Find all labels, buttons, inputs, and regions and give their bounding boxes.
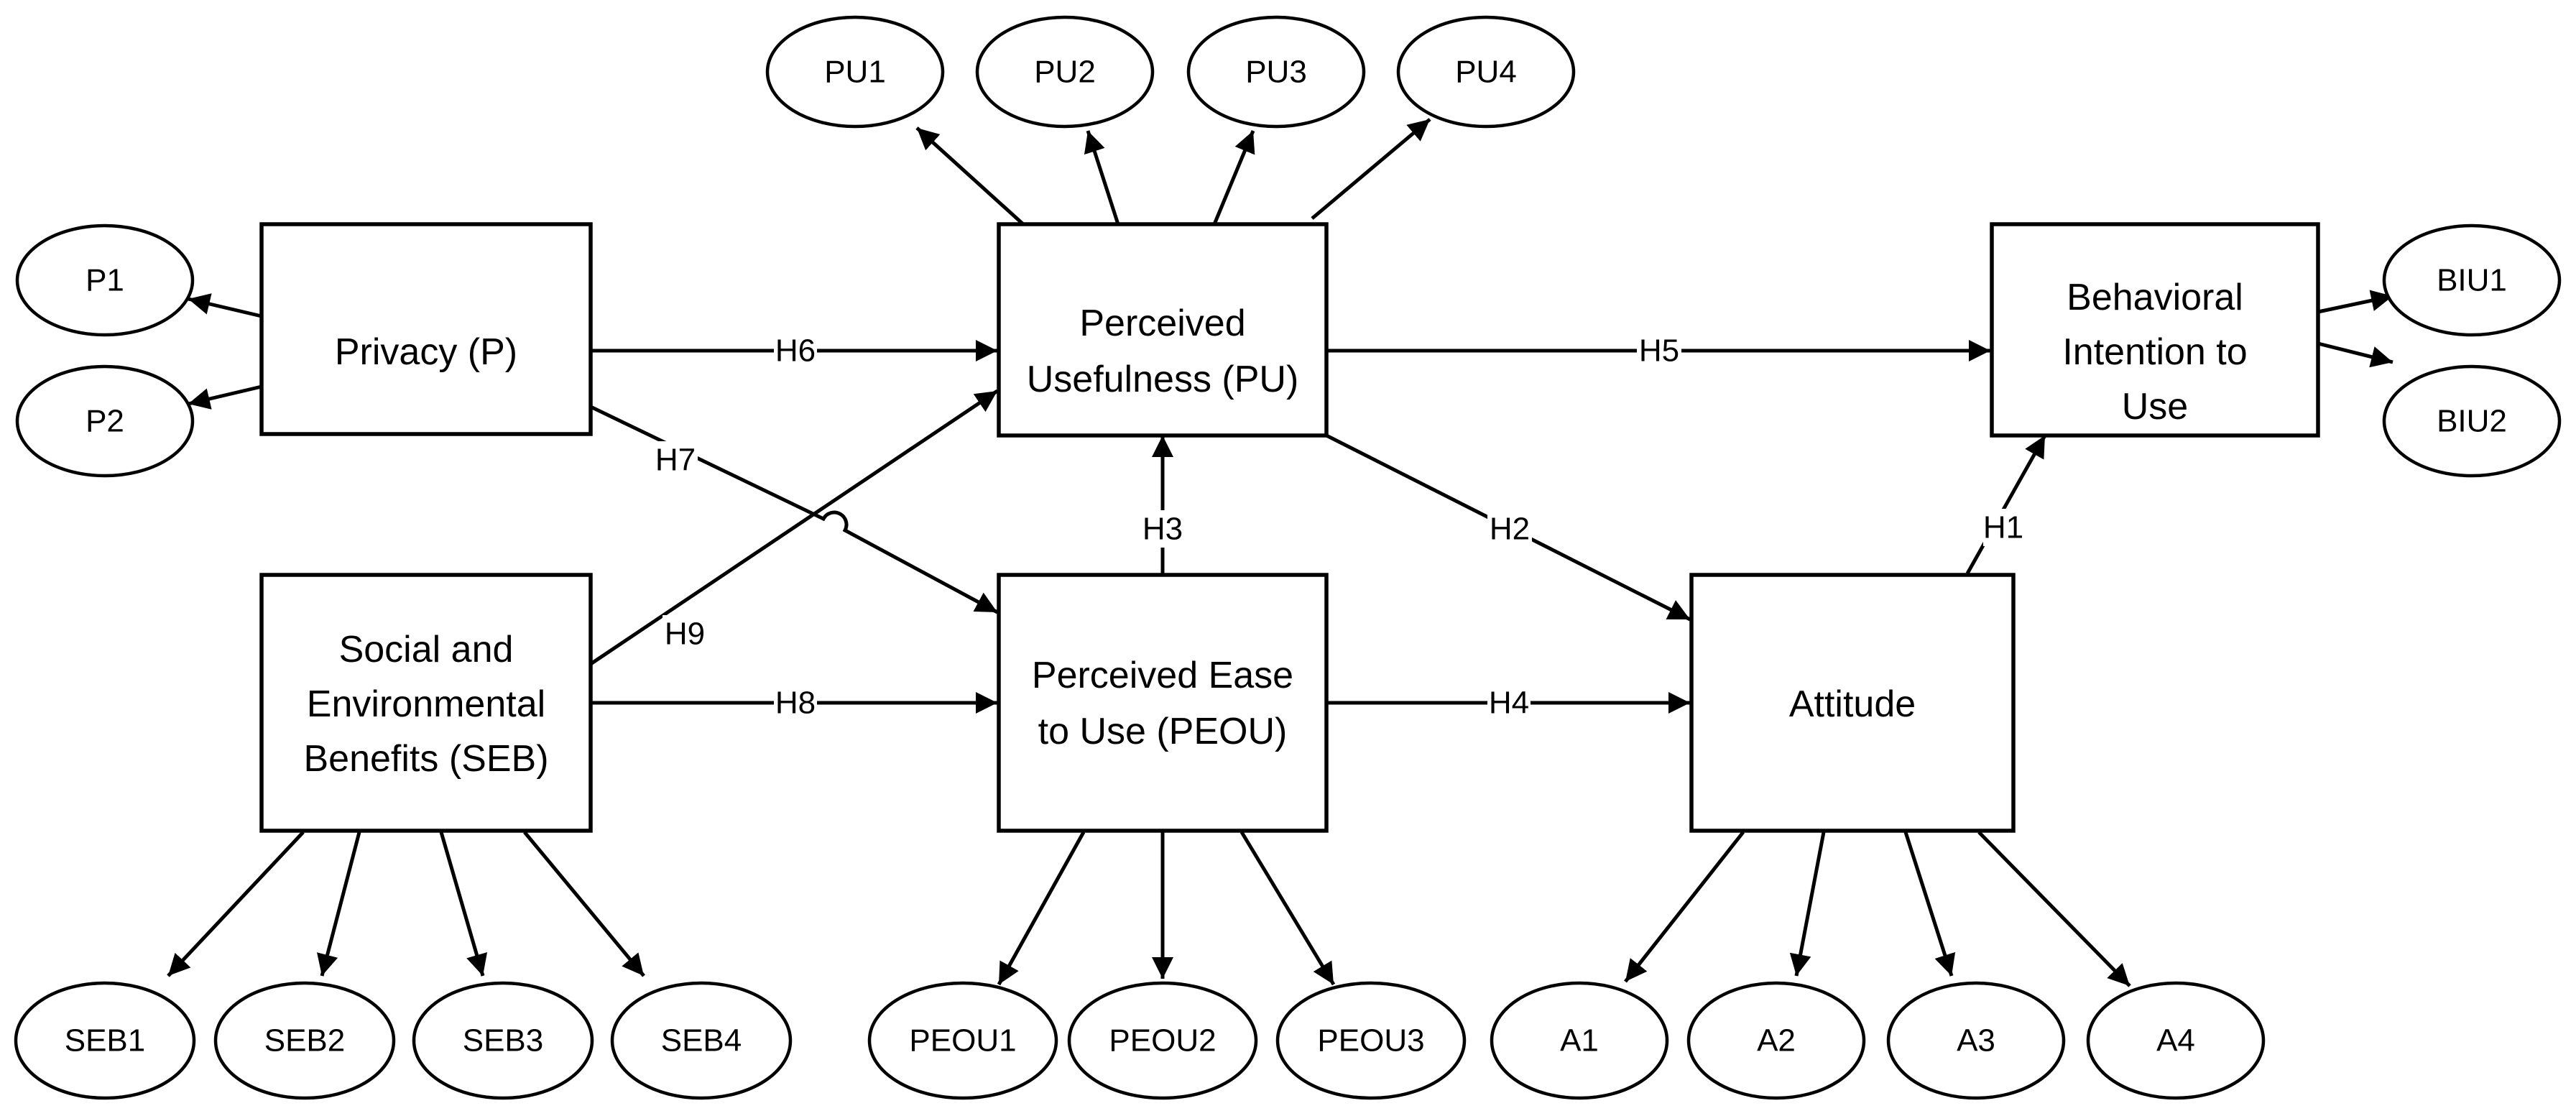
path-biu-biu2	[2317, 341, 2393, 368]
indicator-peou3: PEOU3	[1275, 981, 1467, 1100]
path-p-p1	[188, 293, 262, 318]
hypothesis-h2: H2	[1490, 512, 1530, 547]
construct-pu-label-line1: Perceived	[1079, 303, 1245, 344]
indicator-pu4: PU4	[1396, 15, 1576, 129]
path-attitude-a1	[1624, 831, 1745, 983]
indicator-pu2-label: PU2	[1034, 55, 1096, 90]
path-pu-pu2	[1084, 130, 1120, 225]
indicator-seb1: SEB1	[14, 981, 196, 1100]
path-h1	[1965, 434, 2047, 575]
path-seb-seb2	[317, 831, 361, 977]
construct-peou-label-line1: Perceived Ease	[1032, 655, 1293, 696]
construct-biu: Behavioral Intention to Use	[1990, 222, 2320, 438]
indicator-a4: A4	[2086, 981, 2266, 1100]
hypothesis-h5: H5	[1639, 333, 1679, 369]
path-p-p2	[188, 384, 262, 410]
construct-attitude: Attitude	[1689, 573, 2016, 833]
construct-seb-label-line1: Social and	[339, 629, 514, 670]
hypothesis-h6: H6	[775, 333, 816, 369]
indicator-seb3: SEB3	[412, 981, 594, 1100]
indicator-biu1: BIU1	[2382, 223, 2562, 337]
indicator-pu3-label: PU3	[1245, 55, 1307, 90]
construct-biu-label-line1: Behavioral	[2067, 277, 2243, 318]
indicator-a1: A1	[1490, 981, 1669, 1100]
indicator-biu2-label: BIU2	[2437, 404, 2507, 439]
construct-seb-label-line3: Benefits (SEB)	[303, 738, 548, 780]
indicator-pu1-label: PU1	[824, 55, 886, 90]
indicator-biu2: BIU2	[2382, 364, 2562, 478]
path-h7	[589, 405, 999, 614]
hypothesis-labels: H6 H5 H8 H4 H3 H2 H1 H7 H9	[653, 332, 2023, 721]
indicator-pu1: PU1	[765, 15, 945, 129]
path-peou-peou1	[997, 831, 1086, 986]
indicator-peou3-label: PEOU3	[1317, 1023, 1424, 1059]
indicator-p1: P1	[15, 223, 195, 337]
hypothesis-h4: H4	[1489, 686, 1529, 721]
indicator-p2: P2	[15, 364, 195, 478]
indicators: P1 P2 PU1 PU2 PU3 PU4 BIU1 BIU2	[14, 15, 2562, 1100]
indicator-peou1: PEOU1	[867, 981, 1058, 1100]
path-peou-peou3	[1239, 831, 1336, 986]
indicator-a2-label: A2	[1757, 1023, 1796, 1059]
hypothesis-h9: H9	[665, 617, 705, 652]
indicator-seb4: SEB4	[610, 981, 793, 1100]
construct-privacy-label: Privacy (P)	[335, 331, 517, 373]
path-seb-seb1	[167, 831, 305, 977]
path-attitude-a4	[1977, 831, 2131, 987]
hypothesis-h8: H8	[775, 686, 816, 721]
hypothesis-h7: H7	[655, 443, 696, 478]
construct-pu-label-line2: Usefulness (PU)	[1027, 359, 1299, 400]
construct-biu-label-line3: Use	[2122, 386, 2188, 428]
path-pu-pu1	[915, 126, 1025, 226]
path-seb-seb4	[523, 831, 645, 977]
indicator-peou1-label: PEOU1	[909, 1023, 1016, 1059]
indicator-pu4-label: PU4	[1455, 55, 1517, 90]
indicator-a3-label: A3	[1957, 1023, 1995, 1059]
indicator-seb2-label: SEB2	[264, 1023, 346, 1059]
indicator-seb4-label: SEB4	[661, 1023, 742, 1059]
hypothesis-h1: H1	[1983, 510, 2023, 545]
hypothesis-h3: H3	[1142, 512, 1183, 547]
path-pu-pu4	[1311, 118, 1431, 220]
indicator-pu3: PU3	[1186, 15, 1366, 129]
path-attitude-a2	[1789, 831, 1826, 977]
indicator-a2: A2	[1686, 981, 1866, 1100]
construct-attitude-label: Attitude	[1789, 683, 1916, 725]
construct-pu: Perceived Usefulness (PU)	[997, 222, 1329, 438]
measurement-paths	[167, 118, 2393, 987]
indicator-peou2-label: PEOU2	[1109, 1023, 1216, 1059]
indicator-p2-label: P2	[86, 404, 124, 439]
indicator-seb1-label: SEB1	[65, 1023, 146, 1059]
indicator-a3: A3	[1886, 981, 2066, 1100]
indicator-pu2: PU2	[975, 15, 1155, 129]
indicator-biu1-label: BIU1	[2437, 263, 2507, 298]
construct-peou: Perceived Ease to Use (PEOU)	[997, 573, 1329, 833]
construct-biu-label-line2: Intention to	[2062, 331, 2247, 373]
path-pu-pu3	[1212, 130, 1255, 225]
path-biu-biu1	[2317, 290, 2393, 314]
construct-peou-label-line2: to Use (PEOU)	[1038, 711, 1288, 752]
path-attitude-a3	[1903, 831, 1956, 977]
indicator-peou2: PEOU2	[1067, 981, 1258, 1100]
path-h9	[589, 389, 999, 666]
indicator-a1-label: A1	[1560, 1023, 1599, 1059]
path-seb-seb3	[439, 831, 488, 977]
indicator-p1-label: P1	[86, 263, 124, 298]
indicator-seb2: SEB2	[213, 981, 396, 1100]
indicator-seb3-label: SEB3	[463, 1023, 544, 1059]
indicator-a4-label: A4	[2156, 1023, 2195, 1059]
construct-privacy: Privacy (P)	[259, 222, 593, 436]
construct-seb-label-line2: Environmental	[307, 683, 545, 725]
construct-seb: Social and Environmental Benefits (SEB)	[259, 573, 593, 833]
